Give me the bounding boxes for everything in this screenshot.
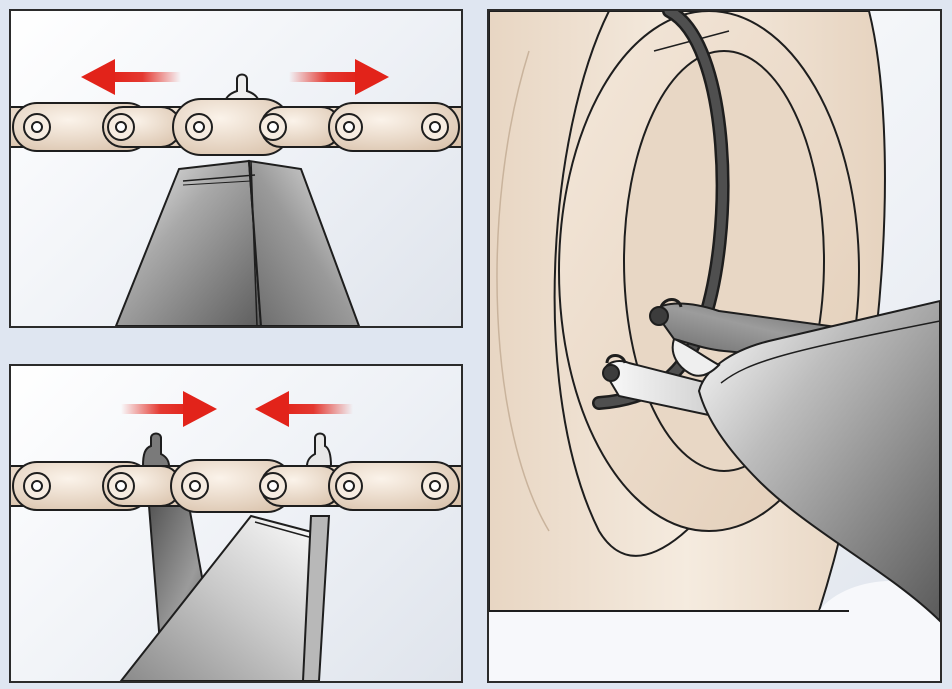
arrow-right-icon <box>289 59 389 95</box>
pliers-icon <box>119 514 331 681</box>
arrow-left-icon <box>81 59 181 95</box>
bicycle-chain-icon <box>11 459 461 513</box>
quick-link-tab-left <box>141 432 171 467</box>
open-link-illustration <box>11 59 461 326</box>
pliers-icon <box>114 159 361 326</box>
arrow-left-icon <box>255 391 353 427</box>
snap-ring-pliers-icon <box>602 298 940 623</box>
bicycle-chain-icon <box>11 98 461 156</box>
panel-close-chain-link <box>9 364 463 683</box>
panel-open-chain-link <box>9 9 463 328</box>
panel-snap-ring-pliers <box>487 9 942 683</box>
arrow-right-icon <box>121 391 217 427</box>
snap-ring-illustration <box>489 11 940 681</box>
close-link-illustration <box>11 391 461 681</box>
quick-link-tab-right <box>305 432 333 467</box>
